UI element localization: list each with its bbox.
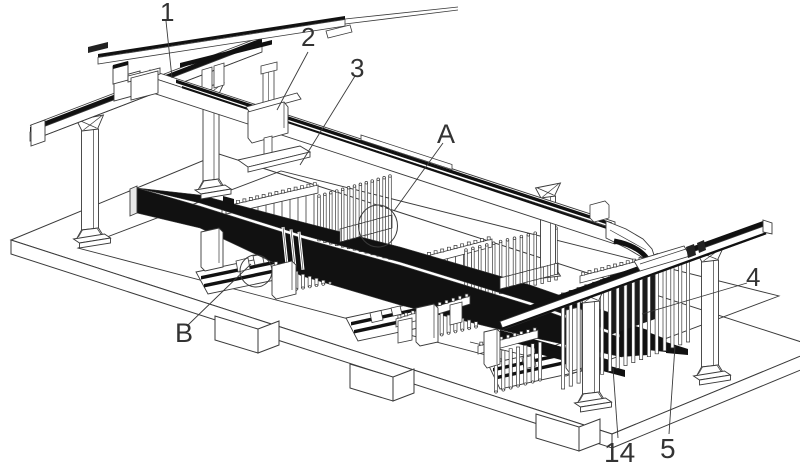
svg-text:14: 14 bbox=[604, 437, 635, 465]
svg-text:5: 5 bbox=[660, 433, 676, 464]
svg-text:2: 2 bbox=[301, 22, 315, 52]
svg-text:1: 1 bbox=[160, 0, 174, 27]
svg-text:B: B bbox=[175, 318, 193, 348]
svg-text:3: 3 bbox=[350, 53, 364, 83]
svg-text:A: A bbox=[437, 119, 455, 149]
svg-text:4: 4 bbox=[746, 262, 760, 292]
